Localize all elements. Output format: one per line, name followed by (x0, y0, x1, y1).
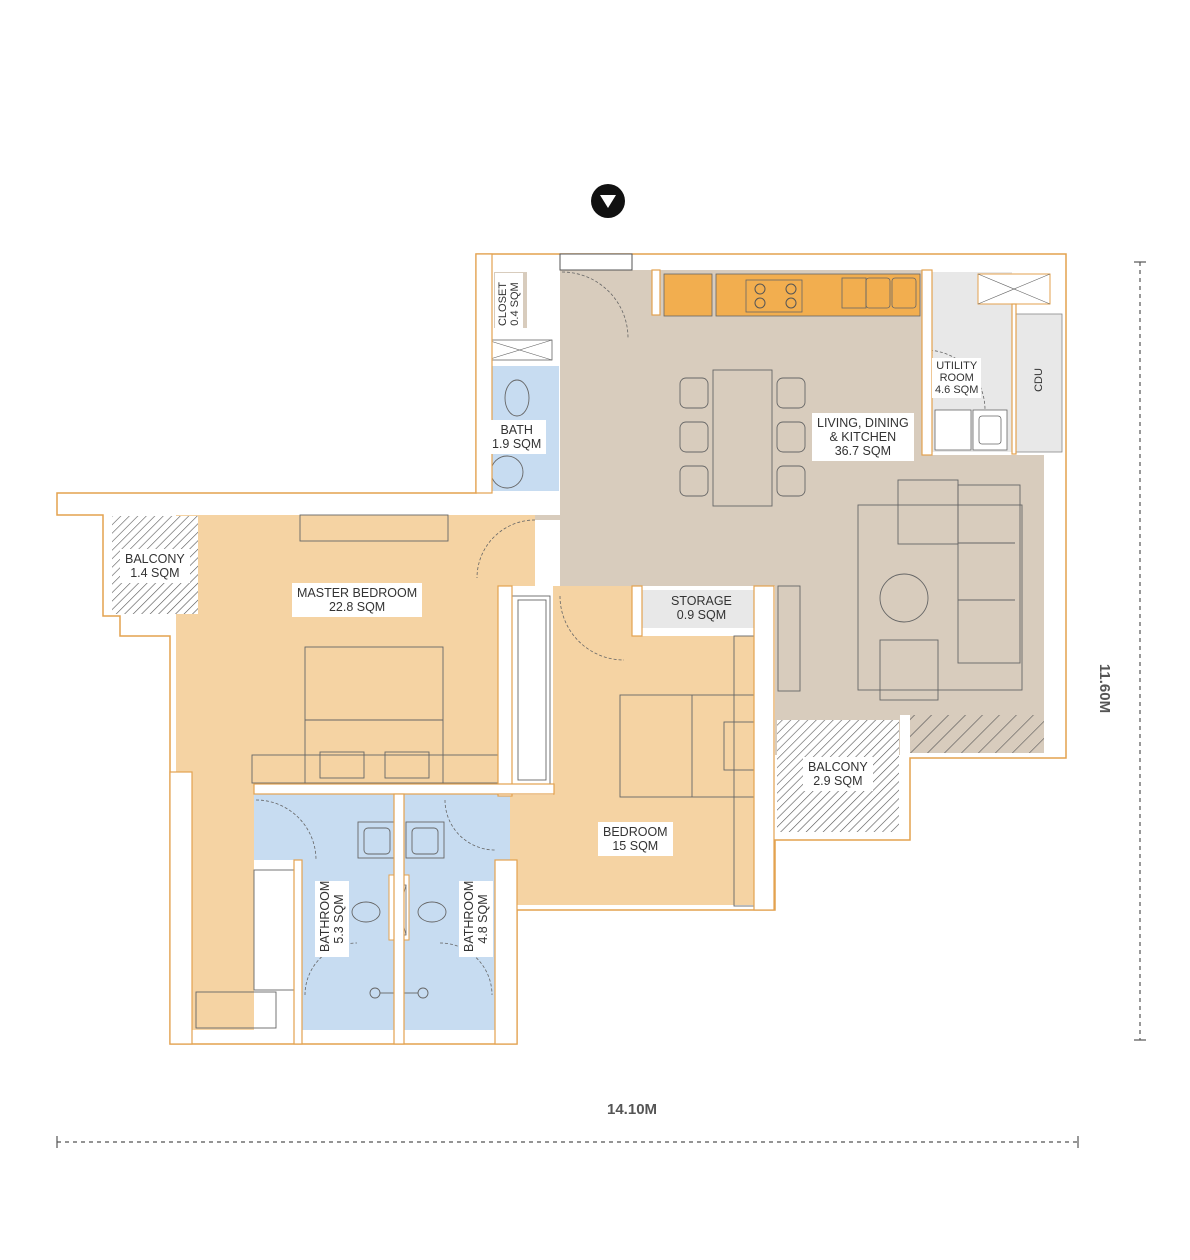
dining-set (679, 369, 806, 507)
bathroom-fixtures (351, 379, 530, 999)
bathroom2-area (404, 794, 510, 1030)
height-dimension-label: 11.60M (1096, 663, 1114, 714)
entrance-arrow-icon (591, 184, 625, 218)
living-furniture (777, 479, 1023, 701)
living-area (535, 270, 1044, 755)
interior-walls (169, 253, 1017, 1045)
width-dimension-label: 14.10M (607, 1101, 658, 1118)
storage-area (642, 590, 754, 628)
bedroom-area (510, 586, 754, 905)
kitchen-counter (663, 273, 921, 317)
cdu-label: CDU (1032, 368, 1045, 392)
master-bedroom-area (176, 515, 535, 794)
cdu-area (1013, 313, 1063, 453)
